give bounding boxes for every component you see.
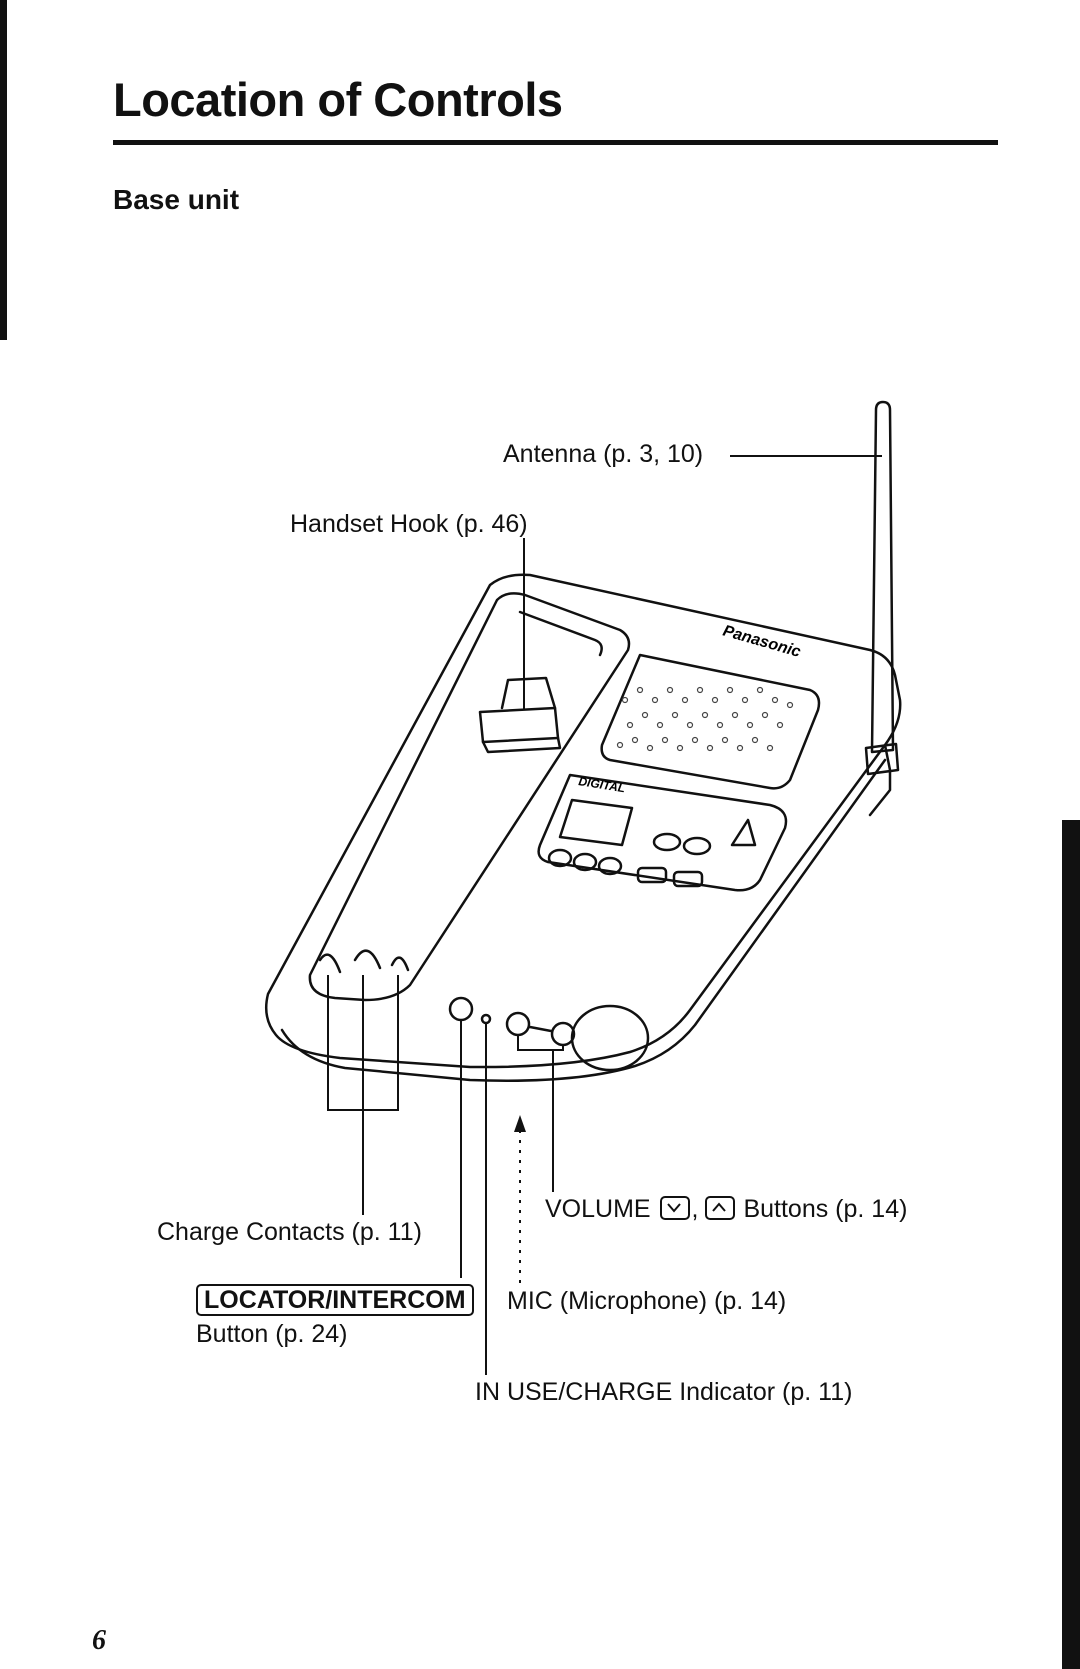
volume-down-icon	[659, 1196, 690, 1221]
display-window	[558, 798, 634, 847]
volume-down-shape	[505, 1011, 531, 1037]
speaker-grille	[600, 653, 821, 790]
volume-suffix: Buttons (p. 14)	[743, 1195, 908, 1223]
mic-leader-arrow	[514, 1115, 526, 1132]
panel-logo: DIGITAL	[578, 774, 627, 795]
page-title: Location of Controls	[113, 73, 563, 126]
mic-grille	[570, 1004, 650, 1072]
volume-up-icon	[704, 1196, 735, 1221]
handset-hook	[478, 706, 560, 744]
volume-label: VOLUME , Buttons (p. 14)	[545, 1195, 908, 1223]
section-heading: Base unit	[113, 184, 240, 215]
volume-bracket	[517, 1035, 564, 1051]
antenna-label: Antenna (p. 3, 10)	[503, 440, 704, 468]
locator-intercom-key: LOCATOR/INTERCOM	[196, 1284, 474, 1316]
locator-intercom-button-label: Button (p. 24)	[196, 1320, 348, 1348]
in-use-charge-label: IN USE/CHARGE Indicator (p. 11)	[475, 1378, 853, 1406]
control-panel	[537, 773, 788, 892]
antenna	[870, 400, 895, 754]
title-divider	[113, 140, 998, 145]
right-margin-bar	[1062, 820, 1080, 1669]
mic-label: MIC (Microphone) (p. 14)	[507, 1287, 787, 1315]
locator-intercom-label: LOCATOR/INTERCOM	[196, 1284, 474, 1316]
base-body-outline	[265, 573, 902, 1069]
brand-logo: Panasonic	[721, 623, 803, 661]
charge-contacts	[318, 949, 410, 974]
base-side	[868, 743, 892, 817]
handset-cradle	[308, 592, 631, 1002]
volume-prefix: VOLUME	[545, 1195, 651, 1223]
charge-contacts-label: Charge Contacts (p. 11)	[157, 1218, 422, 1246]
locator-intercom-button-shape	[448, 996, 474, 1022]
volume-up-shape	[550, 1021, 576, 1047]
handset-hook-label: Handset Hook (p. 46)	[290, 510, 528, 538]
left-margin-bar	[0, 0, 7, 340]
page-number: 6	[92, 1625, 106, 1656]
base-lower-edge	[280, 758, 887, 1082]
